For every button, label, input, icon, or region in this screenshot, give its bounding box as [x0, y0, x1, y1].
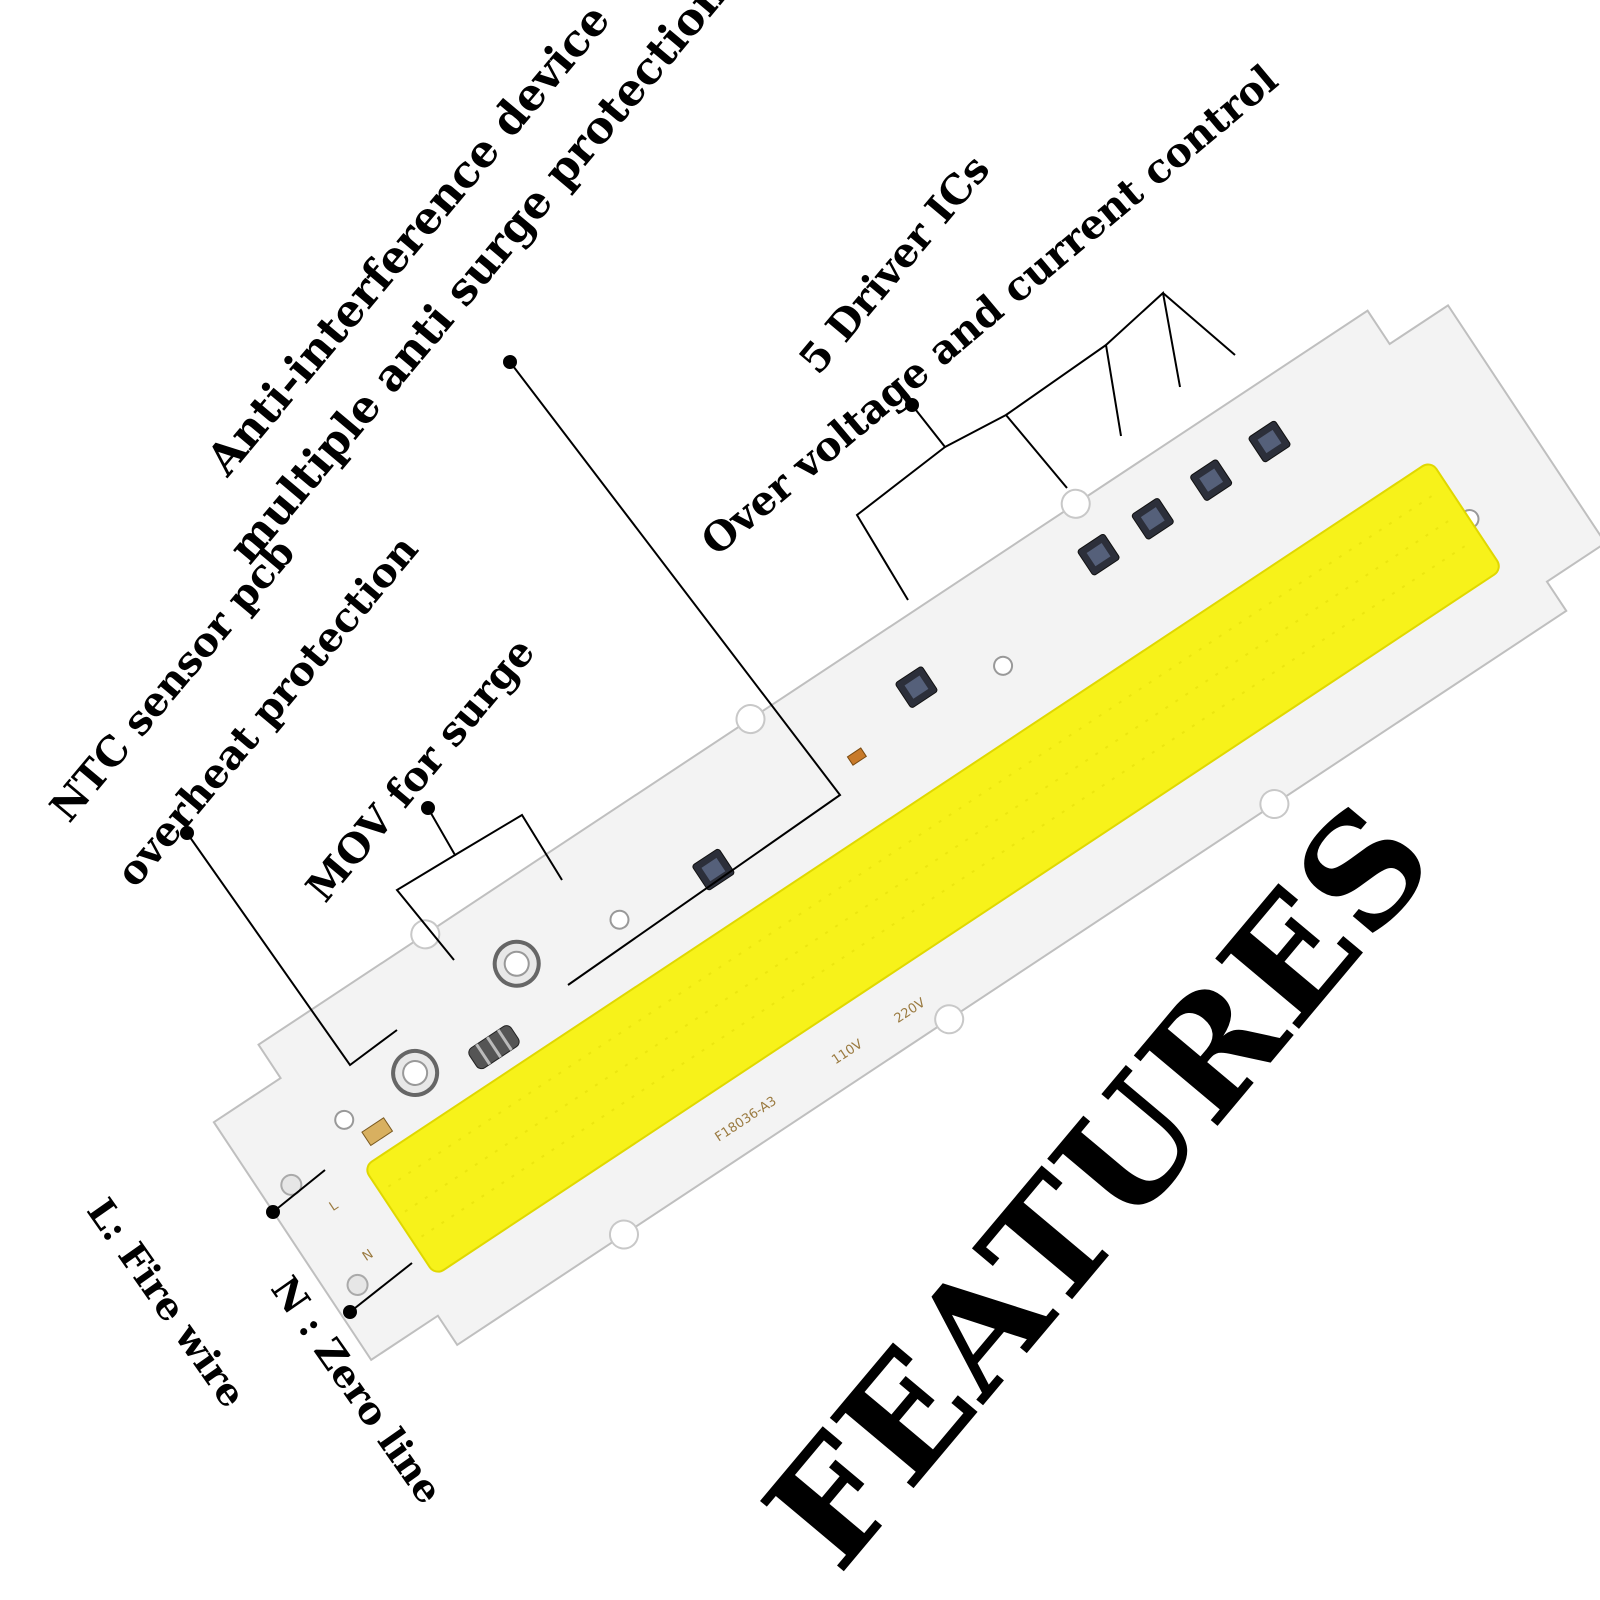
pad-n [346, 1273, 369, 1296]
driver-ic-4 [1190, 459, 1233, 501]
resistor-component [468, 1025, 520, 1070]
driver-ic-3 [1131, 498, 1174, 540]
callout-lines [180, 291, 1236, 1319]
smd-capacitor [846, 747, 868, 766]
mov-component-1 [391, 1048, 440, 1097]
anti-interference-component [692, 848, 735, 891]
phosphor-strip [366, 463, 1500, 1273]
driver-ic-2 [1077, 533, 1120, 576]
driver-ic-5 [1248, 420, 1291, 463]
driver-ic-1 [895, 666, 938, 708]
ntc-sensor-component [361, 1117, 394, 1147]
mov-component-2 [492, 939, 541, 988]
